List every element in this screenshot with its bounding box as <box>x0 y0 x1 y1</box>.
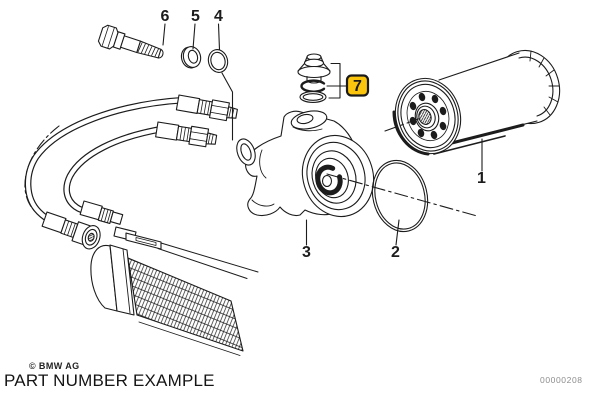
caption-text: PART NUMBER EXAMPLE <box>4 371 215 390</box>
oil-filter-drawing <box>392 49 561 156</box>
seal-ring-drawing <box>207 49 229 73</box>
bolt-drawing <box>97 24 164 59</box>
callout-6[interactable]: 6 <box>161 8 170 25</box>
washer-drawing <box>180 46 202 69</box>
callout-1[interactable]: 1 <box>477 170 486 187</box>
oil-hoses-drawing <box>24 96 189 224</box>
center-line-filter <box>384 117 422 132</box>
center-line-housing <box>326 173 478 217</box>
hose-fitting-cooler-drawing <box>41 200 124 250</box>
copyright-text: © BMW AG <box>29 361 80 371</box>
oil-cooler-drawing <box>90 226 259 356</box>
hose-fitting-upper-drawing <box>155 94 238 148</box>
callout-5[interactable]: 5 <box>191 8 200 25</box>
callout-4[interactable]: 4 <box>214 8 223 25</box>
callout-7[interactable]: 7 <box>353 78 362 95</box>
leader-lines <box>162 23 483 246</box>
callout-3[interactable]: 3 <box>302 244 311 261</box>
callout-2[interactable]: 2 <box>391 244 400 261</box>
filter-housing-drawing <box>236 110 375 218</box>
callout-7-highlight[interactable]: 7 <box>345 74 370 97</box>
gasket-ring-drawing <box>371 159 429 233</box>
image-code: 00000208 <box>540 375 583 385</box>
hose-center-line <box>24 125 60 220</box>
cover-cap-parts-drawing <box>297 53 331 103</box>
